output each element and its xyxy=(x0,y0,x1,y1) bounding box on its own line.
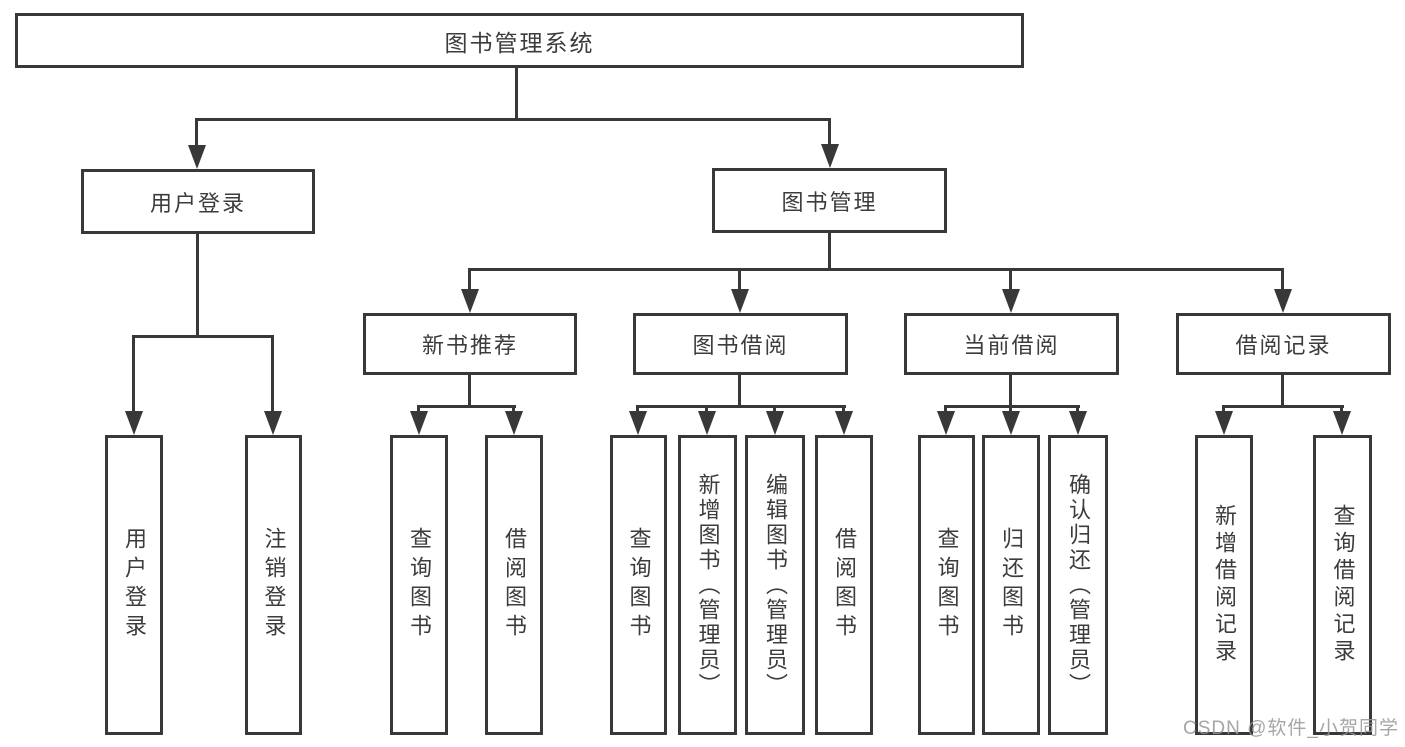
arrow-down-icon xyxy=(766,411,784,435)
leaf-bb-add-books: 新增图书（管理员） xyxy=(678,435,737,735)
edge-bb-rail xyxy=(636,405,846,408)
edge-drop-nb-borrow xyxy=(512,405,515,415)
edge-drop-br-query xyxy=(1340,405,1343,415)
node-root-label: 图书管理系统 xyxy=(444,29,595,56)
edge-drop-book-management xyxy=(828,118,831,146)
leaf-br-add-record-label: 新增借阅记录 xyxy=(1212,504,1237,666)
leaf-cb-confirm-return-label: 确认归还（管理员） xyxy=(1066,472,1091,698)
edge-cb-stem xyxy=(1009,375,1012,407)
node-user-login-label: 用户登录 xyxy=(149,190,246,216)
arrow-down-icon xyxy=(629,411,647,435)
edge-drop-bb-borrow xyxy=(842,405,845,415)
edge-drop-cb-query xyxy=(944,405,947,415)
edge-br-rail xyxy=(1222,405,1344,408)
edge-drop-borrowing-records xyxy=(1281,268,1284,290)
edge-drop-bb-edit xyxy=(773,405,776,415)
edge-drop-ul-login xyxy=(132,335,135,413)
edge-drop-bb-add xyxy=(705,405,708,415)
edge-book-management-stem xyxy=(828,233,831,270)
edge-drop-br-add xyxy=(1222,405,1225,415)
edge-cb-rail xyxy=(944,405,1080,408)
arrow-down-icon xyxy=(1274,289,1292,313)
node-new-book-recommend-label: 新书推荐 xyxy=(421,333,518,358)
leaf-cb-query-books-label: 查询图书 xyxy=(934,527,960,643)
leaf-nb-query-books-label: 查询图书 xyxy=(407,527,432,643)
leaf-logout: 注销登录 xyxy=(245,435,302,735)
leaf-bb-edit-books-label: 编辑图书（管理员） xyxy=(763,472,788,698)
arrow-down-icon xyxy=(1002,289,1020,313)
leaf-br-query-record-label: 查询借阅记录 xyxy=(1330,504,1356,666)
watermark: CSDN @软件_小贺同学 xyxy=(1183,718,1399,739)
node-book-management: 图书管理 xyxy=(712,168,947,233)
arrow-down-icon xyxy=(264,411,282,435)
leaf-user-login-label: 用户登录 xyxy=(122,527,147,643)
arrow-down-icon xyxy=(1215,411,1233,435)
node-new-book-recommend: 新书推荐 xyxy=(363,313,577,375)
leaf-cb-return-books-label: 归还图书 xyxy=(999,527,1024,643)
leaf-user-login: 用户登录 xyxy=(105,435,163,735)
arrow-down-icon xyxy=(1333,411,1351,435)
edge-drop-nb-query xyxy=(417,405,420,415)
edge-drop-new-book-recommend xyxy=(468,268,471,290)
arrow-down-icon xyxy=(505,411,523,435)
edge-root-stem xyxy=(515,68,518,118)
leaf-br-add-record: 新增借阅记录 xyxy=(1195,435,1253,735)
leaf-bb-borrow-books: 借阅图书 xyxy=(815,435,873,735)
edge-bb-stem xyxy=(738,375,741,407)
edge-drop-bb-query xyxy=(636,405,639,415)
node-book-borrowing-label: 图书借阅 xyxy=(692,333,789,358)
leaf-nb-borrow-books: 借阅图书 xyxy=(485,435,543,735)
node-root: 图书管理系统 xyxy=(15,13,1024,68)
leaf-bb-borrow-books-label: 借阅图书 xyxy=(832,527,857,643)
edge-user-login-stem xyxy=(196,234,199,335)
arrow-down-icon xyxy=(731,289,749,313)
node-book-borrowing: 图书借阅 xyxy=(633,313,848,375)
edge-nb-stem xyxy=(468,375,471,407)
edge-br-stem xyxy=(1281,375,1284,407)
leaf-bb-edit-books: 编辑图书（管理员） xyxy=(745,435,805,735)
leaf-bb-query-books-label: 查询图书 xyxy=(626,527,652,643)
leaf-bb-add-books-label: 新增图书（管理员） xyxy=(695,472,721,698)
arrow-down-icon xyxy=(1069,411,1087,435)
edge-root-rail xyxy=(196,118,831,121)
node-book-management-label: 图书管理 xyxy=(781,189,878,215)
edge-drop-cb-confirm xyxy=(1076,405,1079,415)
leaf-nb-query-books: 查询图书 xyxy=(390,435,448,735)
arrow-down-icon xyxy=(835,411,853,435)
edge-drop-cb-return xyxy=(1009,405,1012,415)
node-borrowing-records-label: 借阅记录 xyxy=(1235,333,1332,358)
leaf-logout-label: 注销登录 xyxy=(261,527,287,643)
arrow-down-icon xyxy=(1002,411,1020,435)
node-user-login: 用户登录 xyxy=(81,169,315,234)
leaf-nb-borrow-books-label: 借阅图书 xyxy=(502,527,527,643)
leaf-cb-confirm-return: 确认归还（管理员） xyxy=(1048,435,1108,735)
edge-drop-ul-logout xyxy=(271,335,274,413)
edge-book-management-rail xyxy=(468,268,1283,271)
leaf-cb-query-books: 查询图书 xyxy=(918,435,975,735)
edge-drop-book-borrowing xyxy=(738,268,741,290)
edge-drop-user-login xyxy=(195,118,198,147)
arrow-down-icon xyxy=(821,144,839,168)
arrow-down-icon xyxy=(937,411,955,435)
leaf-br-query-record: 查询借阅记录 xyxy=(1313,435,1372,735)
arrow-down-icon xyxy=(698,411,716,435)
leaf-bb-query-books: 查询图书 xyxy=(610,435,667,735)
edge-user-login-rail xyxy=(132,335,273,338)
node-current-borrowing-label: 当前借阅 xyxy=(963,333,1060,358)
node-borrowing-records: 借阅记录 xyxy=(1176,313,1391,375)
arrow-down-icon xyxy=(410,411,428,435)
arrow-down-icon xyxy=(461,289,479,313)
arrow-down-icon xyxy=(125,411,143,435)
leaf-cb-return-books: 归还图书 xyxy=(982,435,1040,735)
arrow-down-icon xyxy=(188,145,206,169)
node-current-borrowing: 当前借阅 xyxy=(904,313,1119,375)
edge-nb-rail xyxy=(417,405,516,408)
edge-drop-current-borrowing xyxy=(1009,268,1012,290)
